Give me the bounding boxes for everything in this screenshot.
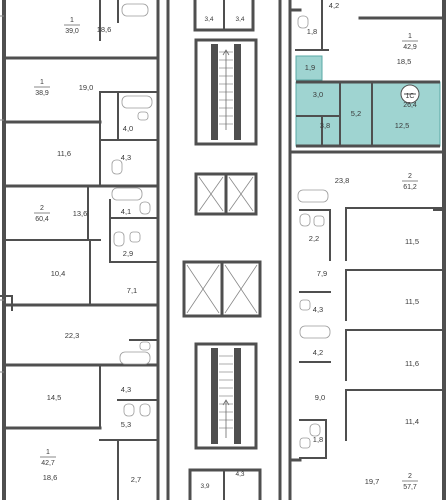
room-area: 11,4: [405, 417, 419, 426]
apt-area: 42,9: [403, 44, 417, 51]
room-area: 7,9: [317, 269, 327, 278]
room-area: 7,1: [127, 286, 137, 295]
room-area: 4,2: [313, 348, 323, 357]
room-area: 5,2: [351, 109, 361, 118]
apt-rooms: 1: [70, 17, 74, 24]
apt-area: 26,4: [403, 102, 417, 109]
room-area: 3,4: [204, 16, 213, 23]
room-area: 4,1: [121, 207, 131, 216]
apt-rooms: 1С: [406, 93, 415, 100]
room-area: 19,0: [79, 83, 94, 92]
apt-rooms: 1: [46, 449, 50, 456]
room-area: 2,2: [309, 234, 319, 243]
room-area: 19,7: [365, 477, 380, 486]
apt-area: 61,2: [403, 184, 417, 191]
room-area: 1,9: [305, 63, 315, 72]
room-area: 23,8: [335, 176, 350, 185]
apt-area: 38,9: [35, 90, 49, 97]
left-block-walls: [0, 0, 160, 500]
left-fixtures: [111, 3, 153, 417]
room-area: 10,4: [51, 269, 66, 278]
right-labels: 4,2 1,8 1 42,9 18,5 1,9 3,0 5,2 3,8 12,5…: [305, 1, 419, 491]
apt-area: 60,4: [35, 216, 49, 223]
room-area: 4,3: [121, 153, 131, 162]
core-walls: [166, 0, 282, 500]
room-area: 1,8: [313, 435, 323, 444]
apt-rooms: 1: [408, 33, 412, 40]
room-area: 12,5: [395, 121, 410, 130]
apt-rooms: 1: [40, 79, 44, 86]
room-area: 18,6: [97, 25, 112, 34]
room-area: 18,6: [43, 473, 58, 482]
room-area: 18,5: [397, 57, 412, 66]
room-area: 22,3: [65, 331, 80, 340]
room-area: 4,3: [121, 385, 131, 394]
room-area: 5,3: [121, 420, 131, 429]
room-area: 14,5: [47, 393, 62, 402]
room-area: 4,3: [313, 305, 323, 314]
left-labels: 1 39,0 18,6 1 38,9 19,0 4,0 11,6 4,3 2 6…: [34, 17, 141, 484]
room-area: 9,0: [315, 393, 325, 402]
room-area: 11,6: [57, 149, 71, 158]
apt-area: 42,7: [41, 460, 55, 467]
room-area: 2,7: [131, 475, 141, 484]
room-area: 3,4: [235, 16, 244, 23]
apt-rooms: 2: [408, 173, 412, 180]
core-labels: 3,4 3,4 3,9 4,3: [200, 16, 244, 490]
apt-area: 39,0: [65, 28, 79, 35]
room-area: 3,9: [200, 483, 209, 490]
room-area: 2,9: [123, 249, 133, 258]
room-area: 11,5: [405, 237, 419, 246]
room-area: 11,6: [405, 359, 419, 368]
apt-rooms: 2: [408, 473, 412, 480]
elevator-shafts: [186, 176, 258, 314]
room-area: 3,0: [313, 90, 323, 99]
highlighted-apartment-1c[interactable]: [295, 55, 441, 148]
core-stairs: [219, 49, 233, 438]
room-area: 4,3: [235, 471, 244, 478]
room-area: 11,5: [405, 297, 419, 306]
room-area: 4,0: [123, 124, 133, 133]
right-block-walls: [288, 0, 446, 500]
room-area: 3,8: [320, 121, 330, 130]
apt-rooms: 2: [40, 205, 44, 212]
apt-area: 57,7: [403, 484, 417, 491]
room-area: 4,2: [329, 1, 339, 10]
room-area: 1,8: [307, 27, 317, 36]
right-fixtures: [297, 15, 331, 449]
room-area: 13,6: [73, 209, 88, 218]
